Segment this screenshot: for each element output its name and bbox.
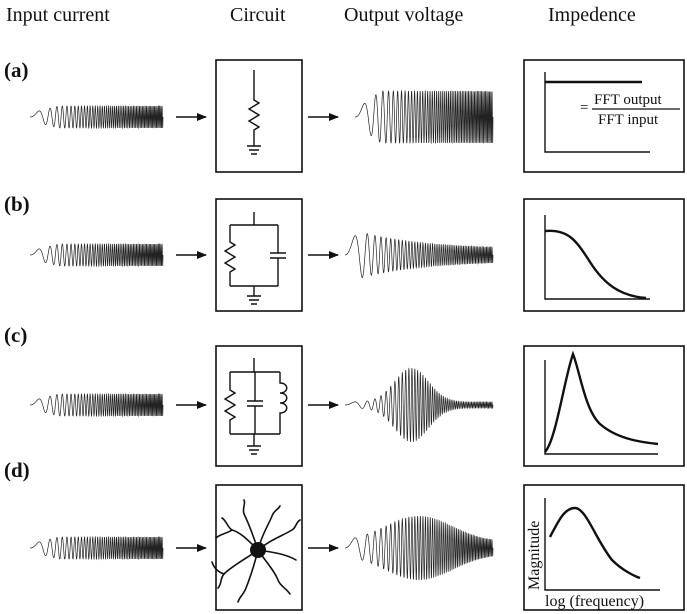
fft-output-label: FFT output	[594, 92, 662, 108]
row-label-a: (a)	[4, 58, 29, 82]
row-label-b: (b)	[4, 192, 30, 216]
circuit-rc-b	[223, 212, 286, 305]
input-current-wave-b	[30, 242, 164, 268]
circuit-box-b	[215, 198, 303, 312]
impedance-plot-c	[544, 350, 659, 455]
circuit-rlc-c	[223, 358, 288, 455]
output-voltage-wave-a	[355, 89, 494, 145]
output-voltage-wave-d	[345, 515, 494, 581]
equals-sign: =	[580, 100, 588, 116]
impedance-box-d	[523, 484, 685, 611]
impedance-plot-d	[544, 498, 660, 591]
circuit-box-a	[215, 59, 303, 173]
circuit-box-c	[215, 345, 303, 467]
output-voltage-wave-b	[345, 233, 494, 278]
circuit-resistor-a	[247, 70, 261, 155]
input-current-wave-d	[30, 535, 164, 561]
fft-input-label: FFT input	[598, 112, 659, 128]
impedance-box-c	[523, 345, 685, 467]
impedance-plot-b	[544, 215, 650, 300]
impedance-plot-a	[544, 72, 650, 153]
output-voltage-wave-c	[345, 367, 494, 442]
circuit-neuron-d	[211, 499, 301, 603]
cell-body	[250, 542, 266, 558]
input-current-wave-a	[30, 104, 164, 130]
impedance-box-b	[523, 198, 685, 312]
frequency-axis-label: log (frequency)	[545, 593, 644, 610]
row-label-c: (c)	[4, 323, 28, 347]
header-input-current: Input current	[6, 4, 110, 26]
impedance-box-a	[523, 59, 685, 173]
circuit-box-d	[215, 484, 303, 611]
waveforms	[30, 89, 494, 581]
header-circuit: Circuit	[230, 4, 286, 26]
row-label-d: (d)	[4, 458, 30, 482]
input-current-wave-c	[30, 392, 164, 418]
header-impedance: Impedence	[548, 4, 636, 26]
header-output-voltage: Output voltage	[344, 4, 464, 26]
magnitude-axis-label: Magnitude	[526, 521, 543, 590]
